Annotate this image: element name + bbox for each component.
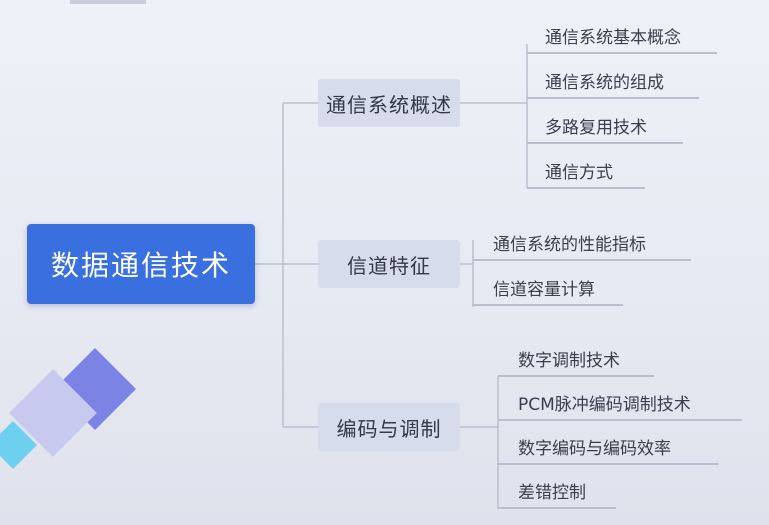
branch-label: 通信系统概述 — [326, 92, 452, 117]
branch-label: 信道特征 — [347, 253, 431, 278]
leaf-underline — [527, 142, 683, 144]
leaf-comm-modes[interactable]: 通信方式 — [545, 163, 613, 183]
leaf-error-control[interactable]: 差错控制 — [518, 483, 586, 503]
leaf-basic-concepts[interactable]: 通信系统基本概念 — [545, 28, 681, 48]
leaf-system-composition[interactable]: 通信系统的组成 — [545, 73, 664, 93]
leaf-underline — [527, 97, 699, 99]
leaf-underline — [498, 507, 616, 509]
leaf-underline — [527, 52, 717, 54]
top-edge-bar — [70, 0, 146, 4]
leaf-pcm[interactable]: PCM脉冲编码调制技术 — [518, 395, 691, 415]
leaf-underline — [498, 419, 742, 421]
root-topic[interactable]: 数据通信技术 — [27, 224, 255, 304]
leaf-multiplexing[interactable]: 多路复用技术 — [545, 118, 647, 138]
leaf-underline — [498, 375, 654, 377]
leaf-performance-metrics[interactable]: 通信系统的性能指标 — [493, 235, 646, 255]
leaf-underline — [473, 259, 691, 261]
leaf-underline — [498, 463, 718, 465]
branch-coding-modulation[interactable]: 编码与调制 — [318, 403, 460, 451]
leaf-digital-coding[interactable]: 数字编码与编码效率 — [518, 439, 671, 459]
leaf-underline — [473, 304, 623, 306]
leaf-channel-capacity[interactable]: 信道容量计算 — [493, 280, 595, 300]
leaf-underline — [527, 187, 645, 189]
branch-channel[interactable]: 信道特征 — [318, 240, 460, 288]
branch-label: 编码与调制 — [336, 416, 442, 441]
root-topic-label: 数据通信技术 — [50, 249, 231, 282]
leaf-digital-modulation[interactable]: 数字调制技术 — [518, 351, 620, 371]
branch-overview[interactable]: 通信系统概述 — [318, 79, 460, 127]
